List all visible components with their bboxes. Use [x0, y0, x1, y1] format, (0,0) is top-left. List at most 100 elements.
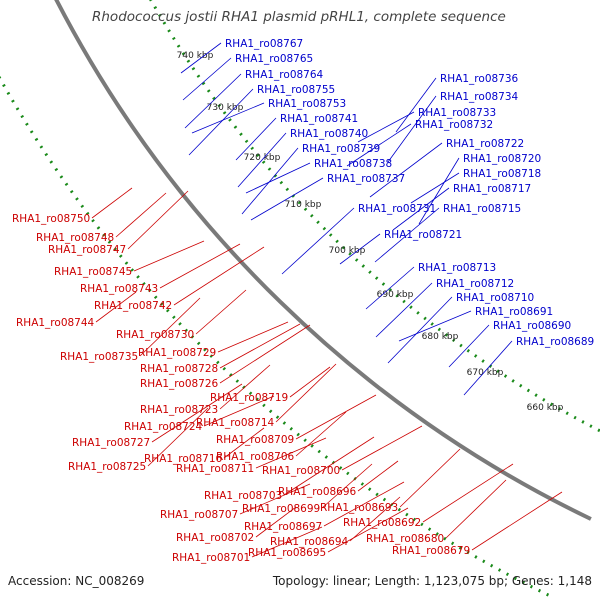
label-leader	[463, 340, 513, 396]
label-leader	[341, 425, 423, 471]
label-leader	[173, 246, 265, 306]
forward-gene-label: RHA1_ro08734	[387, 91, 519, 163]
forward-gene-label: RHA1_ro08710	[387, 292, 534, 364]
gene-label-text: RHA1_ro08745	[54, 266, 132, 278]
label-leader	[448, 324, 490, 368]
forward-gene-label: RHA1_ro08690	[448, 320, 571, 368]
reverse-gene-label: RHA1_ro08728	[140, 323, 301, 375]
label-leader	[387, 95, 437, 163]
gene-label-text: RHA1_ro08726	[140, 378, 219, 390]
reverse-gene-label: RHA1_ro08719	[210, 366, 331, 404]
label-leader	[346, 123, 412, 167]
reverse-gene-label: RHA1_ro08680	[366, 479, 507, 545]
label-leader	[365, 266, 415, 310]
label-leader	[283, 436, 375, 496]
gene-label-text: RHA1_ro08712	[436, 278, 514, 290]
label-leader	[289, 366, 331, 398]
forward-gene-label: RHA1_ro08765	[182, 53, 313, 101]
label-leader	[422, 463, 514, 523]
reverse-gene-label: RHA1_ro08745	[54, 240, 205, 278]
gene-label-text: RHA1_ro08739	[302, 143, 380, 155]
topology-text: Topology: linear; Length: 1,123,075 bp; …	[272, 574, 592, 588]
reverse-gene-label: RHA1_ro08723	[140, 364, 271, 416]
label-leader	[374, 207, 440, 263]
reverse-gene-label: RHA1_ro08694	[270, 496, 401, 548]
label-leader	[387, 296, 453, 364]
map-title: Rhodococcus jostii RHA1 plasmid pRHL1, c…	[92, 9, 506, 25]
label-leader	[180, 42, 222, 74]
reverse-gene-label: RHA1_ro08711	[176, 437, 327, 475]
label-leader	[195, 289, 247, 335]
label-leader	[203, 395, 275, 427]
forward-gene-label: RHA1_ro08755	[188, 84, 335, 156]
reverse-gene-label: RHA1_ro08750	[12, 187, 133, 225]
gene-label-text: RHA1_ro08699	[242, 503, 320, 515]
gene-label-text: RHA1_ro08733	[418, 107, 496, 119]
gene-label-text: RHA1_ro08710	[456, 292, 534, 304]
gene-label-text: RHA1_ro08679	[392, 545, 470, 557]
label-leader	[182, 57, 232, 101]
forward-gene-label: RHA1_ro08717	[392, 183, 531, 231]
label-leader	[115, 192, 167, 238]
label-leader	[235, 117, 277, 161]
reverse-gene-label: RHA1_ro08699	[242, 463, 373, 515]
gene-label-text: RHA1_ro08695	[248, 547, 326, 559]
gene-label-text: RHA1_ro08722	[446, 138, 524, 150]
label-leader	[239, 483, 311, 515]
gene-label-text: RHA1_ro08753	[268, 98, 346, 110]
gene-label-text: RHA1_ro08706	[216, 451, 295, 463]
gene-label-text: RHA1_ro08736	[440, 73, 519, 85]
tick-label: 670 kbp	[467, 368, 504, 378]
tick-label: 730 kbp	[207, 103, 244, 113]
forward-gene-label: RHA1_ro08753	[191, 98, 346, 134]
forward-gene-label: RHA1_ro08767	[180, 38, 303, 74]
reverse-gene-label: RHA1_ro08726	[140, 324, 311, 390]
gene-label-text: RHA1_ro08731	[358, 203, 436, 215]
forward-gene-label: RHA1_ro08736	[395, 73, 519, 133]
gene-label-text: RHA1_ro08765	[235, 53, 313, 65]
reverse-gene-label: RHA1_ro08702	[176, 506, 297, 544]
backbone-track	[54, 0, 592, 521]
label-leader	[369, 142, 443, 198]
inner-ring	[149, 0, 600, 433]
gene-label-text: RHA1_ro08691	[475, 306, 553, 318]
gene-label-text: RHA1_ro08728	[140, 363, 218, 375]
reverse-gene-label: RHA1_ro08714	[196, 363, 337, 429]
label-leader	[241, 147, 299, 215]
label-leader	[295, 394, 377, 440]
gene-label-text: RHA1_ro08719	[210, 392, 288, 404]
reverse-gene-label: RHA1_ro08693	[320, 448, 461, 514]
label-leader	[255, 437, 327, 469]
forward-gene-label: RHA1_ro08741	[235, 113, 358, 161]
gene-label-text: RHA1_ro08744	[16, 317, 95, 329]
label-leader	[91, 187, 133, 219]
reverse-gene-label: RHA1_ro08744	[16, 291, 137, 329]
label-leader	[127, 190, 189, 250]
gene-label-text: RHA1_ro08700	[262, 465, 340, 477]
gene-label-text: RHA1_ro08742	[94, 300, 172, 312]
label-leader	[349, 496, 401, 542]
gene-label-text: RHA1_ro08692	[343, 517, 421, 529]
label-leader	[399, 448, 461, 508]
forward-gene-label: RHA1_ro08689	[463, 336, 594, 396]
tick-label: 720 kbp	[244, 153, 281, 163]
label-leader	[255, 506, 297, 538]
gene-label-text: RHA1_ro08680	[366, 533, 444, 545]
gene-label-text: RHA1_ro08718	[463, 168, 541, 180]
gene-label-text: RHA1_ro08697	[244, 521, 322, 533]
gene-label-text: RHA1_ro08767	[225, 38, 303, 50]
accession-text: Accession: NC_008269	[8, 574, 145, 588]
forward-gene-label: RHA1_ro08731	[281, 203, 436, 275]
forward-gene-label: RHA1_ro08738	[245, 158, 392, 194]
gene-label-text: RHA1_ro08738	[314, 158, 392, 170]
forward-gene-label: RHA1_ro08712	[375, 278, 514, 338]
reverse-gene-label: RHA1_ro08692	[343, 463, 514, 529]
gene-label-text: RHA1_ro08716	[144, 453, 223, 465]
tick-label: 690 kbp	[377, 290, 414, 300]
gene-label-text: RHA1_ro08720	[463, 153, 541, 165]
gene-label-text: RHA1_ro08730	[116, 329, 194, 341]
reverse-gene-label: RHA1_ro08729	[138, 321, 289, 359]
gene-label-text: RHA1_ro08709	[216, 434, 294, 446]
forward-gene-label: RHA1_ro08715	[374, 203, 521, 263]
gene-label-text: RHA1_ro08723	[140, 404, 218, 416]
